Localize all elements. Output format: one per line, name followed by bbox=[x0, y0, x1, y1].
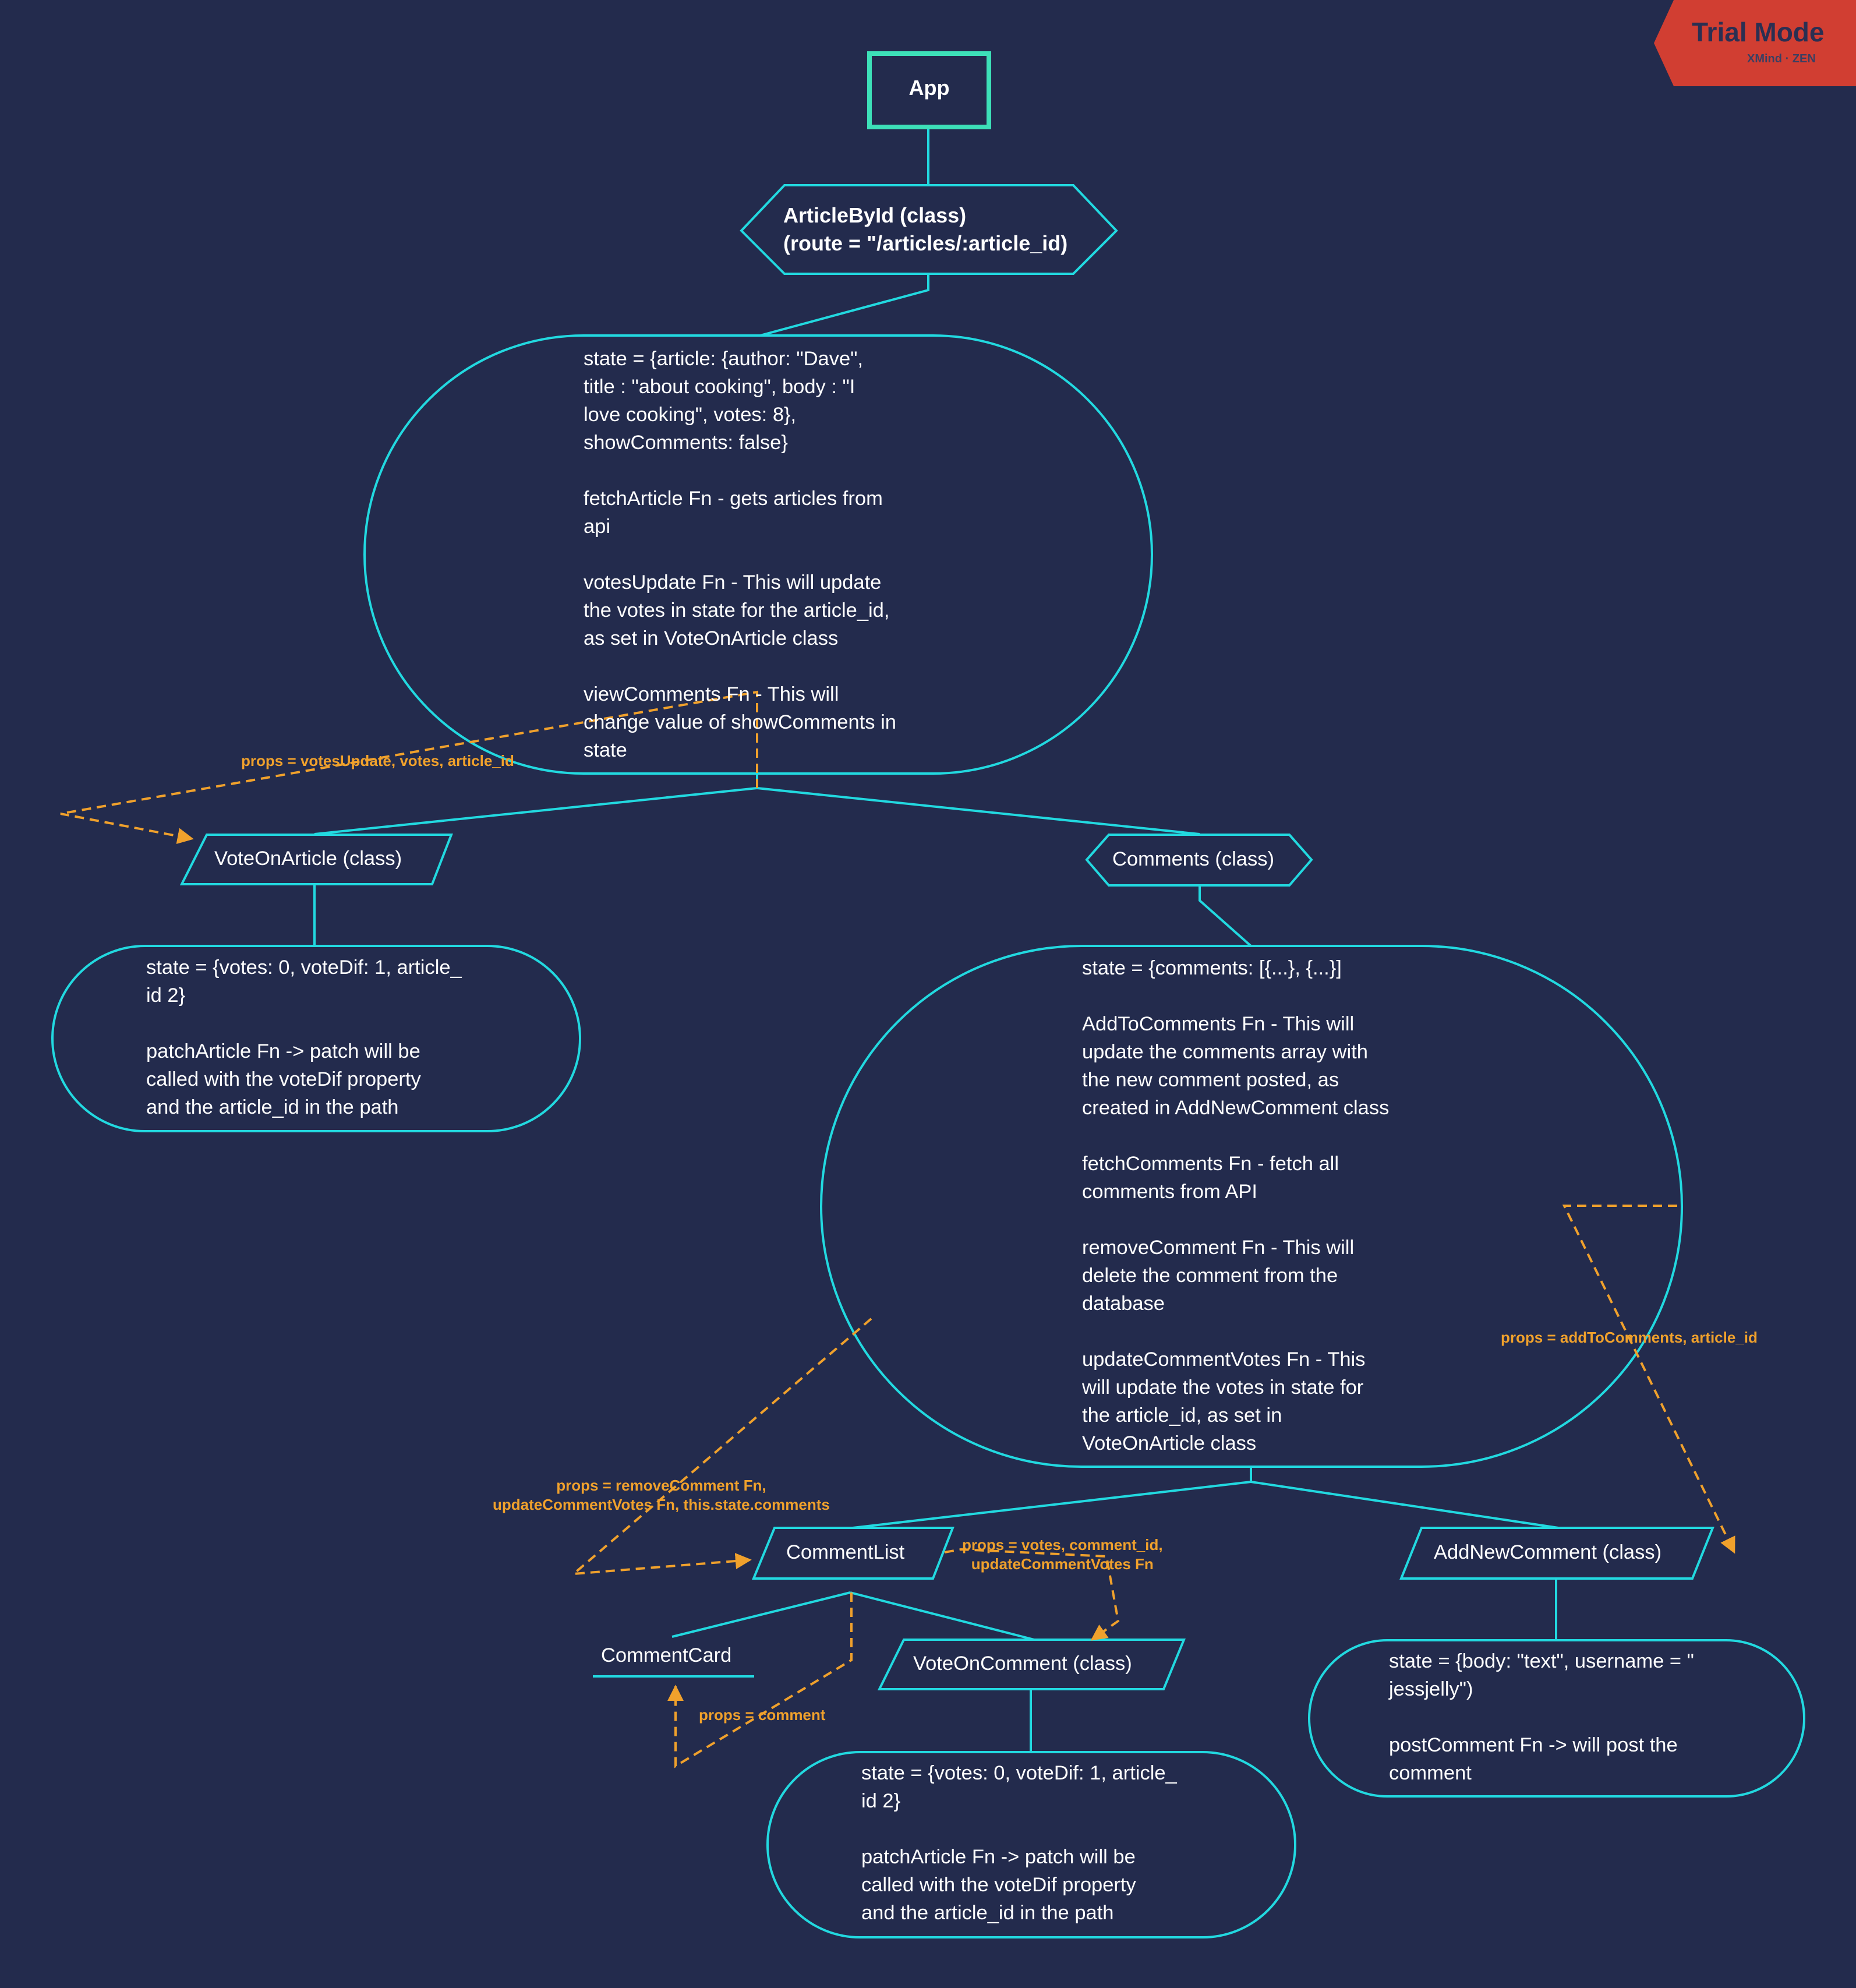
trial-mode-title: Trial Mode bbox=[1692, 17, 1825, 47]
article-by-id-label: ArticleById (class) (route = "/articles/… bbox=[783, 203, 1068, 255]
comment-list-label: CommentList bbox=[786, 1541, 905, 1563]
vote-on-article-label: VoteOnArticle (class) bbox=[214, 848, 402, 870]
props-remove-comment-arrow bbox=[570, 1318, 872, 1576]
vote-on-article-state-text: state = {votes: 0, voteDif: 1, article_ … bbox=[146, 956, 462, 1118]
connector-cl-branch bbox=[671, 1591, 1035, 1641]
comment-card-label: CommentCard bbox=[601, 1644, 732, 1666]
trial-mode-badge bbox=[1654, 0, 1856, 86]
trial-mode-subtitle: XMind · ZEN bbox=[1747, 52, 1816, 65]
vote-on-comment-box bbox=[877, 1639, 1186, 1690]
article-by-id-box bbox=[740, 184, 1118, 275]
props-add-to-comments-arrow bbox=[1562, 1205, 1735, 1554]
article-state-box bbox=[363, 334, 1153, 775]
vote-on-comment-state-text: state = {votes: 0, voteDif: 1, article_ … bbox=[861, 1762, 1177, 1924]
props-votes-update-arrow bbox=[60, 690, 758, 845]
app-node-box bbox=[867, 51, 991, 129]
connector-comments-state bbox=[1199, 885, 1252, 947]
props-comment-arrow bbox=[667, 1592, 853, 1768]
add-new-comment-state-text: state = {body: "text", username = " jess… bbox=[1389, 1650, 1694, 1784]
vote-on-article-box bbox=[179, 834, 453, 885]
node-shapes bbox=[51, 51, 1805, 1938]
vote-on-article-state-box bbox=[51, 945, 581, 1132]
vote-on-comment-label: VoteOnComment (class) bbox=[913, 1652, 1132, 1675]
add-new-comment-state-box bbox=[1308, 1639, 1805, 1798]
connectors bbox=[313, 127, 1559, 1752]
comments-state-text: state = {comments: [{...}, {...}] AddToC… bbox=[1082, 957, 1390, 1454]
prop-arrows bbox=[60, 690, 1735, 1768]
props-votes-comment-note: props = votes, comment_id, updateComment… bbox=[962, 1536, 1163, 1573]
props-remove-comment-note: props = removeComment Fn, updateCommentV… bbox=[493, 1477, 830, 1513]
props-votes-update-note: props = votesUpdate, votes, article_id bbox=[241, 752, 514, 769]
props-add-to-comments-note: props = addToComments, article_id bbox=[1501, 1329, 1758, 1346]
add-new-comment-label: AddNewComment (class) bbox=[1434, 1541, 1662, 1563]
article-state-text: state = {article: {author: "Dave", title… bbox=[584, 348, 896, 761]
comments-label: Comments (class) bbox=[1112, 848, 1274, 870]
comments-box bbox=[1085, 834, 1313, 887]
props-comment-note: props = comment bbox=[699, 1706, 826, 1724]
comment-list-box bbox=[752, 1527, 954, 1580]
connector-article-state bbox=[759, 274, 929, 337]
app-node-label: App bbox=[908, 76, 950, 100]
connector-cstate-branch bbox=[852, 1467, 1559, 1529]
vote-on-comment-state-box bbox=[766, 1751, 1296, 1938]
add-new-comment-box bbox=[1399, 1527, 1714, 1580]
comments-state-box bbox=[820, 945, 1683, 1468]
